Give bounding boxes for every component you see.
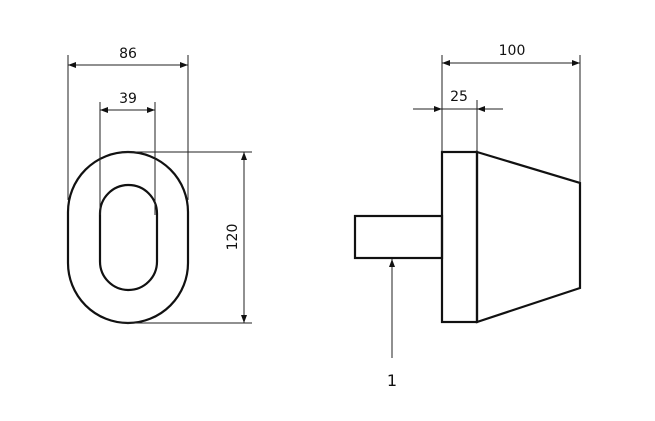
inner-slot-outline — [98, 183, 159, 292]
tapered-body-outline — [475, 150, 582, 324]
dim-label-39: 39 — [119, 91, 137, 107]
dim-label-100: 100 — [499, 43, 526, 59]
shaft-outline — [353, 214, 444, 260]
callout-1: 1 — [387, 259, 397, 390]
dim-label-120: 120 — [225, 224, 241, 251]
outer-oval-outline — [66, 150, 190, 325]
dimension-100: 100 — [441, 43, 581, 183]
side-view: 100 25 1 — [353, 43, 582, 390]
dim-label-86: 86 — [119, 46, 137, 62]
dimension-86: 86 — [67, 46, 189, 200]
dimension-25: 25 — [413, 89, 503, 152]
dimension-120: 120 — [120, 151, 252, 324]
front-view: 86 39 120 — [66, 46, 252, 325]
callout-label-1: 1 — [387, 371, 397, 390]
dimension-39: 39 — [99, 91, 156, 215]
dim-label-25: 25 — [450, 89, 468, 105]
flange-outline — [440, 150, 479, 324]
